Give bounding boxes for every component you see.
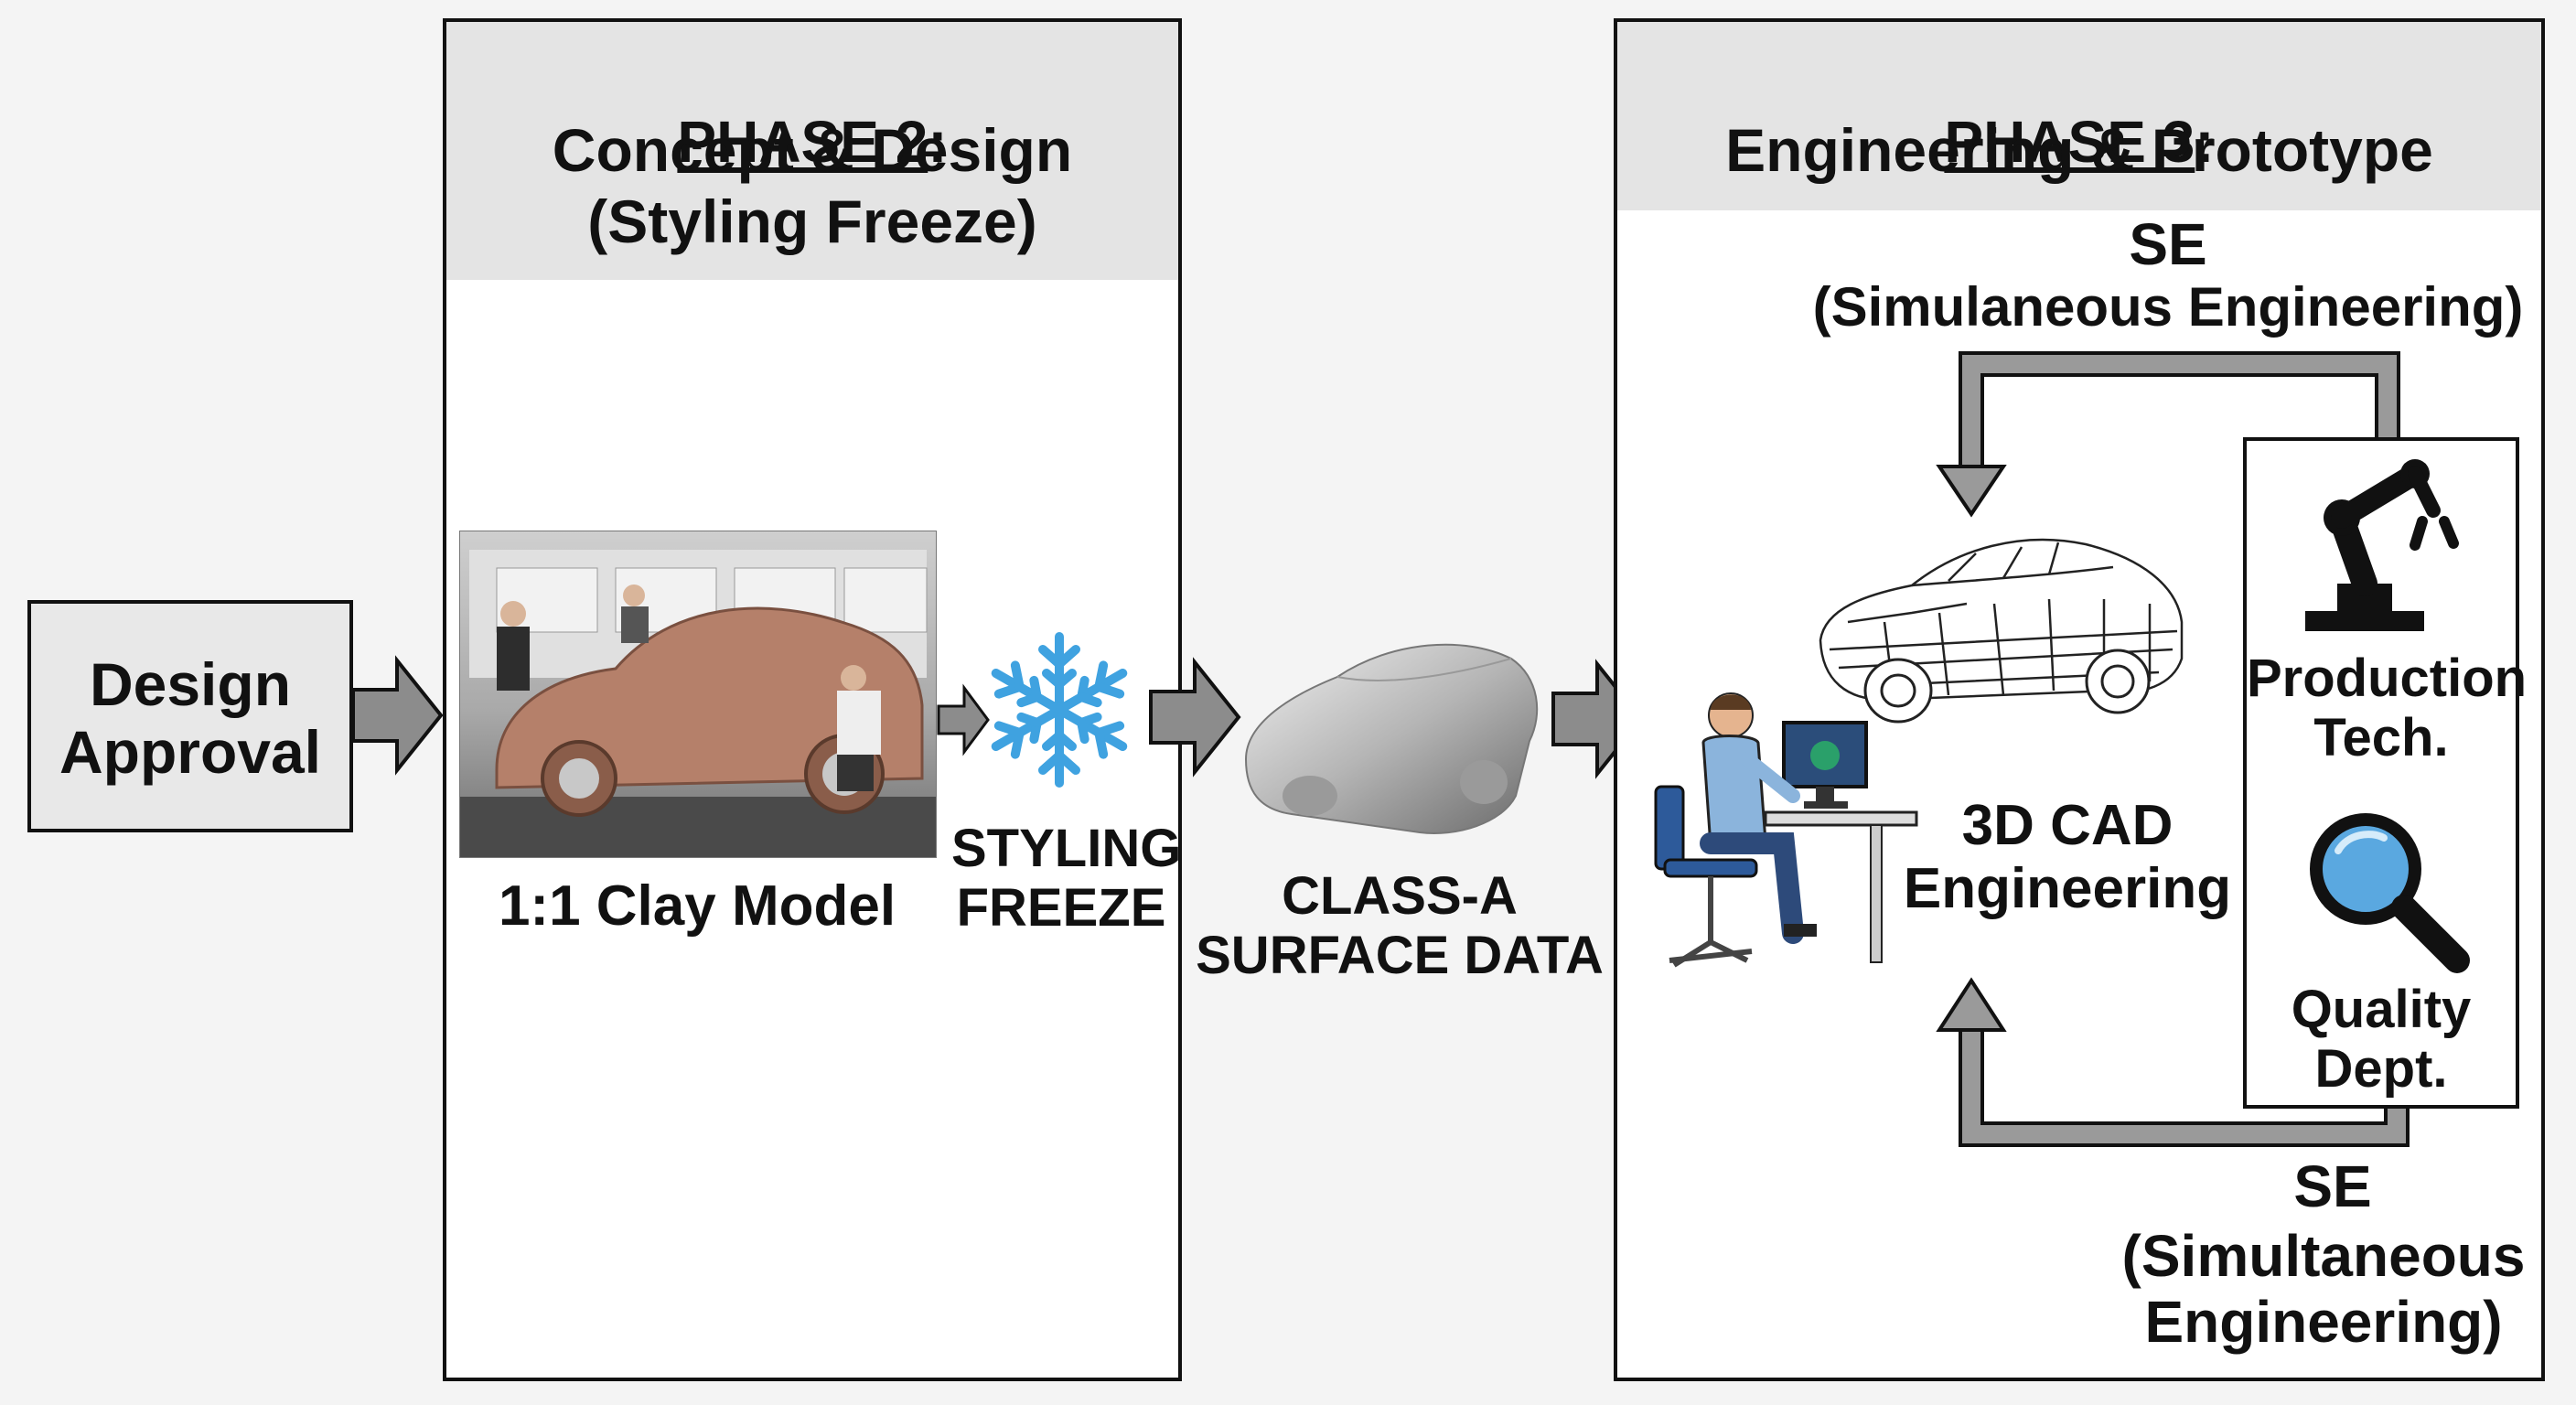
car-surface-icon: [1244, 643, 1539, 834]
snowflake-icon: [986, 632, 1132, 792]
clay-model-photo: [459, 531, 937, 858]
phase3-phase-label: PHASE 3: [1944, 108, 2195, 175]
design-approval-box: Design Approval: [27, 600, 353, 832]
phase3-header: PHASE 3: Engineering & Prototype: [1617, 22, 2541, 210]
styling-freeze-caption: STYLING FREEZE: [951, 819, 1182, 938]
right-arrow-icon: [351, 655, 444, 776]
magnifier-icon: [2310, 813, 2470, 973]
phase2-heading: PHASE 2:: [677, 108, 948, 175]
design-approval-label: Design Approval: [59, 650, 322, 786]
phase2-subtitle: (Styling Freeze): [587, 188, 1037, 255]
se-bottom-abbr: SE: [2293, 1153, 2372, 1219]
right-arrow-icon: [937, 683, 990, 756]
se-top-full: (Simulaneous Engineering): [1812, 276, 2524, 338]
se-bottom-full: (Simultaneous Engineering): [2121, 1223, 2526, 1355]
production-tech-label: Production Tech.: [2247, 649, 2528, 767]
class-a-surface-caption: CLASS-A SURFACE DATA: [1196, 866, 1604, 985]
se-top-abbr: SE: [2129, 211, 2207, 277]
phase3-title: Engineering & Prototype: [1725, 116, 2433, 184]
robot-arm-icon: [2305, 459, 2459, 631]
phase2-phase-label: PHASE 2: [677, 108, 928, 175]
clay-model-caption: 1:1 Clay Model: [498, 874, 896, 938]
phase3-heading: PHASE 3:: [1944, 108, 2215, 175]
cad-caption: 3D CAD Engineering: [1903, 794, 2232, 921]
quality-dept-label: Quality Dept.: [2291, 980, 2472, 1099]
phase2-header: PHASE 2: Concept & Design (Styling Freez…: [446, 22, 1178, 280]
wireframe-car-icon: [1819, 538, 2184, 724]
right-arrow-icon: [1149, 657, 1241, 778]
phase2-title: Concept & Design: [552, 116, 1073, 184]
departments-box: [2243, 437, 2519, 1109]
cad-engineer-icon: [1654, 692, 1918, 968]
